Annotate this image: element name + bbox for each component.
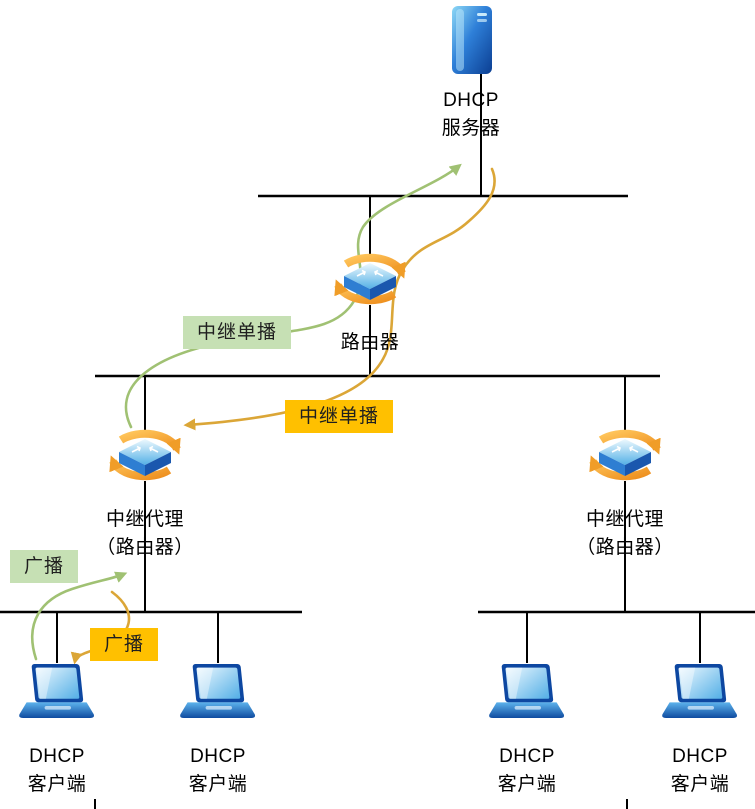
badge-broadcast-downstream: 广播	[90, 628, 159, 661]
dhcp-client-label: DHCP 客户端	[670, 746, 730, 795]
dhcp-client-label: DHCP 客户端	[188, 746, 248, 795]
dhcp-server-label: DHCP 服务器	[441, 90, 501, 139]
dhcp-client-label: DHCP 客户端	[27, 746, 87, 795]
arrow-relay-unicast-to-server	[124, 163, 462, 429]
relay-agent-left-label: 中继代理 （路由器）	[96, 509, 194, 558]
relay-agent-right-icon	[593, 434, 657, 476]
router-label: 路由器	[340, 332, 400, 353]
relay-agent-right-label: 中继代理 （路由器）	[576, 509, 674, 558]
badge-relay-unicast-downstream: 中继单播	[285, 400, 394, 433]
laptop-icon	[19, 664, 95, 718]
dhcp-client-label: DHCP 客户端	[497, 746, 557, 795]
laptop-icon	[662, 664, 738, 718]
arrow-relay-unicast-to-relay	[183, 167, 496, 431]
router-icon	[338, 258, 402, 300]
arrow-broadcast-client-to-relay	[30, 571, 128, 661]
badge-relay-unicast-upstream: 中继单播	[183, 316, 292, 349]
laptop-icon	[489, 664, 565, 718]
badge-broadcast-upstream: 广播	[10, 550, 79, 583]
laptop-icon	[180, 664, 256, 718]
relay-agent-left-icon	[113, 434, 177, 476]
dhcp-server-icon	[452, 6, 492, 74]
